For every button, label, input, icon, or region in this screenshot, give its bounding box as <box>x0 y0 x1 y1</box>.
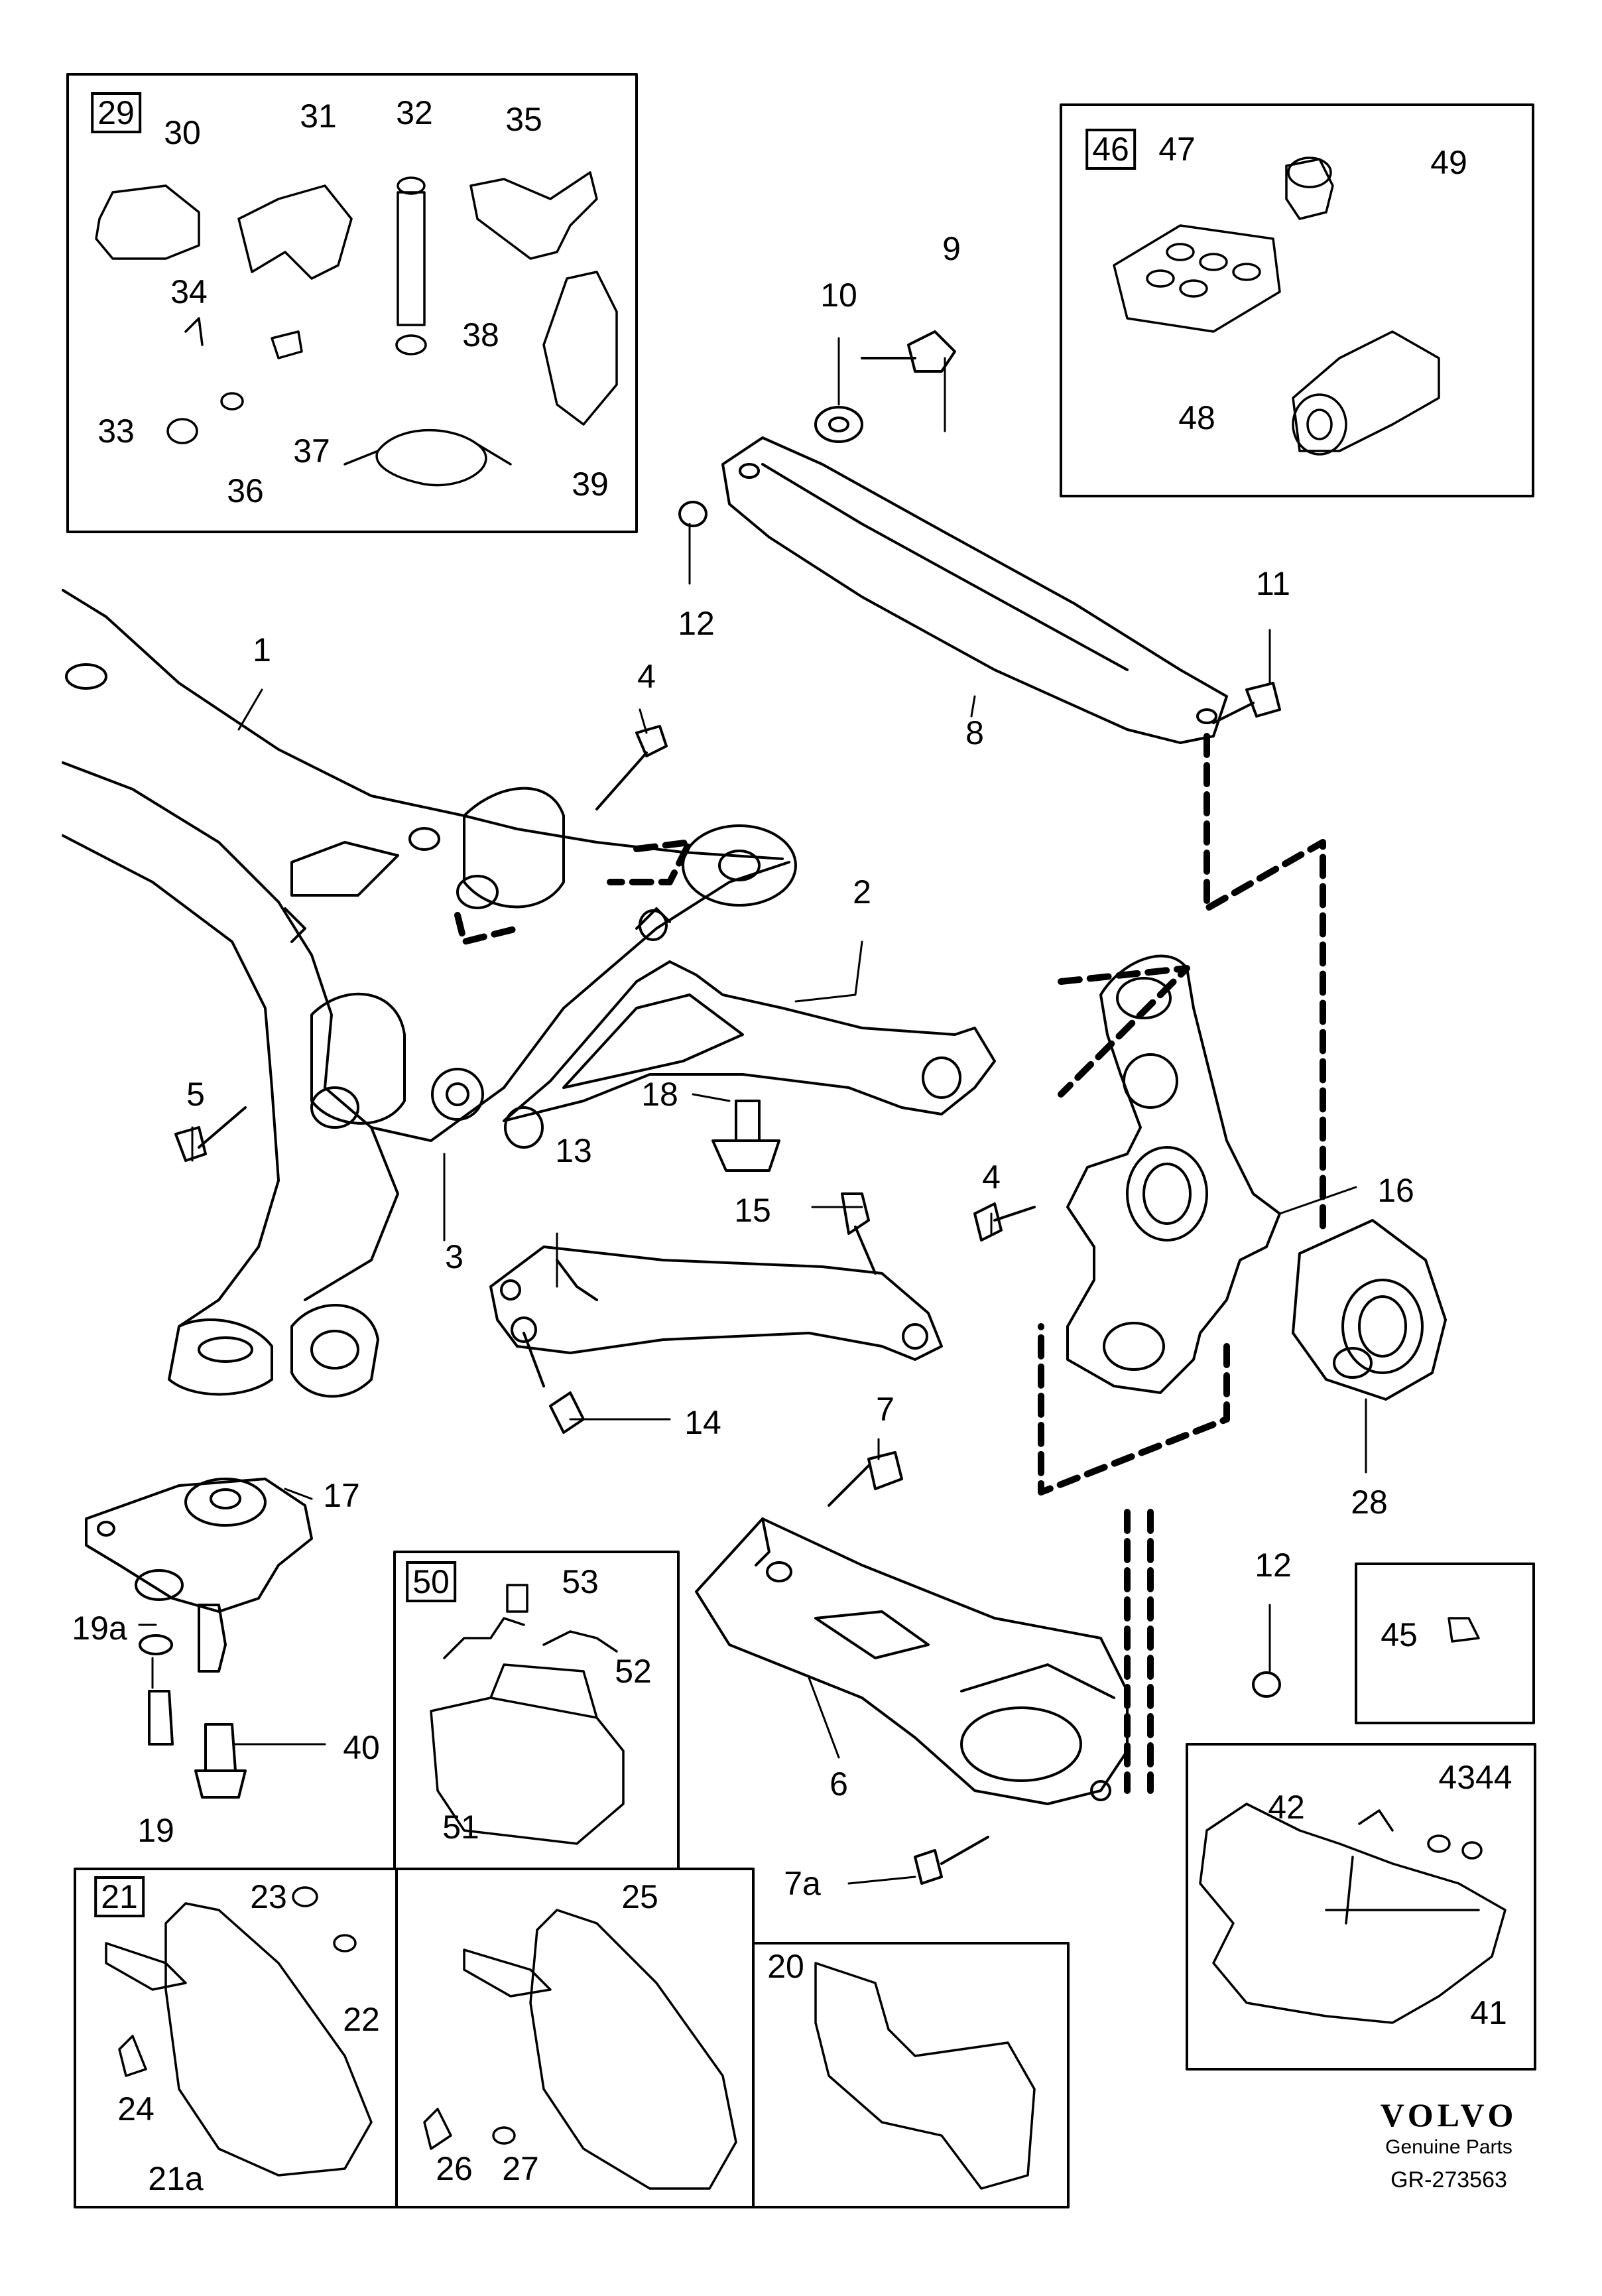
callout-4344: 4344 <box>1438 1759 1512 1796</box>
callout-53: 53 <box>562 1563 599 1600</box>
callout-22: 22 <box>343 2001 380 2038</box>
callout-50: 50 <box>406 1561 456 1602</box>
callout-2: 2 <box>853 873 871 911</box>
callout-20: 20 <box>767 1948 804 1985</box>
inset-20-part <box>814 1962 1036 2190</box>
callout-41: 41 <box>1470 1994 1507 2031</box>
callout-8: 8 <box>965 714 984 751</box>
callout-39: 39 <box>572 466 609 503</box>
callout-49: 49 <box>1430 144 1467 181</box>
callout-28: 28 <box>1351 1484 1388 1521</box>
leader-lines <box>138 337 1367 1885</box>
inset-45-part <box>1448 1617 1480 1643</box>
subframe-bushing-front <box>682 824 797 907</box>
callout-7a: 7a <box>784 1865 821 1902</box>
callout-47: 47 <box>1158 131 1196 168</box>
inset-41-parts <box>1199 1803 1507 2024</box>
callout-6: 6 <box>830 1765 848 1803</box>
callout-12-upper: 12 <box>678 605 715 642</box>
callout-36: 36 <box>227 472 264 509</box>
spring-link-part-13 <box>489 1245 943 1361</box>
callout-5: 5 <box>186 1076 205 1113</box>
inset-29-parts <box>95 171 618 487</box>
callout-46: 46 <box>1085 129 1136 170</box>
knuckle-part-16 <box>1066 954 1281 1394</box>
callout-19a: 19a <box>72 1610 127 1647</box>
inset-frame-29 <box>66 73 638 533</box>
callout-35: 35 <box>505 101 542 138</box>
inset-frame-46 <box>1060 103 1534 497</box>
callout-14: 14 <box>684 1404 721 1441</box>
inset-46-parts <box>1113 157 1440 456</box>
inset-50-parts <box>430 1584 625 1845</box>
diagram-reference: GR-273563 <box>1390 2167 1507 2193</box>
callout-24: 24 <box>117 2090 154 2128</box>
callout-38: 38 <box>462 316 499 353</box>
trailing-arm-part-6 <box>695 1517 1129 1805</box>
callout-42: 42 <box>1268 1789 1305 1826</box>
callout-27: 27 <box>502 2150 539 2187</box>
callout-26: 26 <box>436 2150 473 2187</box>
callout-4-lower: 4 <box>982 1159 1001 1196</box>
callout-9: 9 <box>942 230 961 267</box>
callout-19: 19 <box>137 1812 174 1849</box>
bracket-part-8 <box>721 436 1228 744</box>
callout-1: 1 <box>253 631 271 669</box>
brand-block: VOLVO Genuine Parts GR-273563 <box>1376 2096 1522 2195</box>
callout-16: 16 <box>1377 1172 1414 1209</box>
callout-29: 29 <box>91 92 141 133</box>
callout-18: 18 <box>641 1076 678 1113</box>
subframe-part-1 <box>62 589 797 1398</box>
callout-52: 52 <box>615 1653 652 1690</box>
bolt-parts <box>139 330 1281 1885</box>
brand-subtitle: Genuine Parts <box>1385 2136 1512 2158</box>
callout-13: 13 <box>555 1132 592 1169</box>
callout-25: 25 <box>621 1878 658 1915</box>
callout-51: 51 <box>442 1809 479 1846</box>
callout-31: 31 <box>300 97 337 135</box>
inset-25-parts <box>423 1909 737 2190</box>
callout-21a: 21a <box>148 2160 204 2197</box>
callout-21: 21 <box>94 1876 145 1917</box>
callout-48: 48 <box>1178 399 1215 436</box>
inset-21-parts <box>105 1886 373 2177</box>
callout-30: 30 <box>164 114 201 151</box>
mount-part-17 <box>85 1478 313 1613</box>
inset-frame-20 <box>752 1942 1070 2208</box>
callout-3: 3 <box>445 1238 463 1275</box>
callout-12-lower: 12 <box>1255 1547 1292 1584</box>
callout-37: 37 <box>293 432 330 470</box>
callout-40: 40 <box>343 1729 380 1766</box>
callout-32: 32 <box>396 94 433 131</box>
callout-17: 17 <box>323 1477 360 1514</box>
callout-33: 33 <box>97 413 135 450</box>
callout-4-upper: 4 <box>637 658 656 695</box>
control-arm-part-2 <box>503 907 996 1149</box>
callout-11: 11 <box>1256 565 1290 602</box>
alignment-dashes <box>454 733 1326 1794</box>
callout-34: 34 <box>170 273 208 310</box>
callout-15: 15 <box>734 1192 771 1229</box>
callout-7: 7 <box>876 1391 894 1428</box>
callout-45: 45 <box>1381 1616 1418 1653</box>
inset-frame-45 <box>1355 1563 1535 1724</box>
callout-10: 10 <box>820 277 857 314</box>
inset-frame-41 <box>1186 1743 1536 2071</box>
callout-23: 23 <box>250 1878 287 1915</box>
hub-part-28 <box>1292 1219 1447 1401</box>
volvo-logo: VOLVO <box>1380 2096 1518 2134</box>
